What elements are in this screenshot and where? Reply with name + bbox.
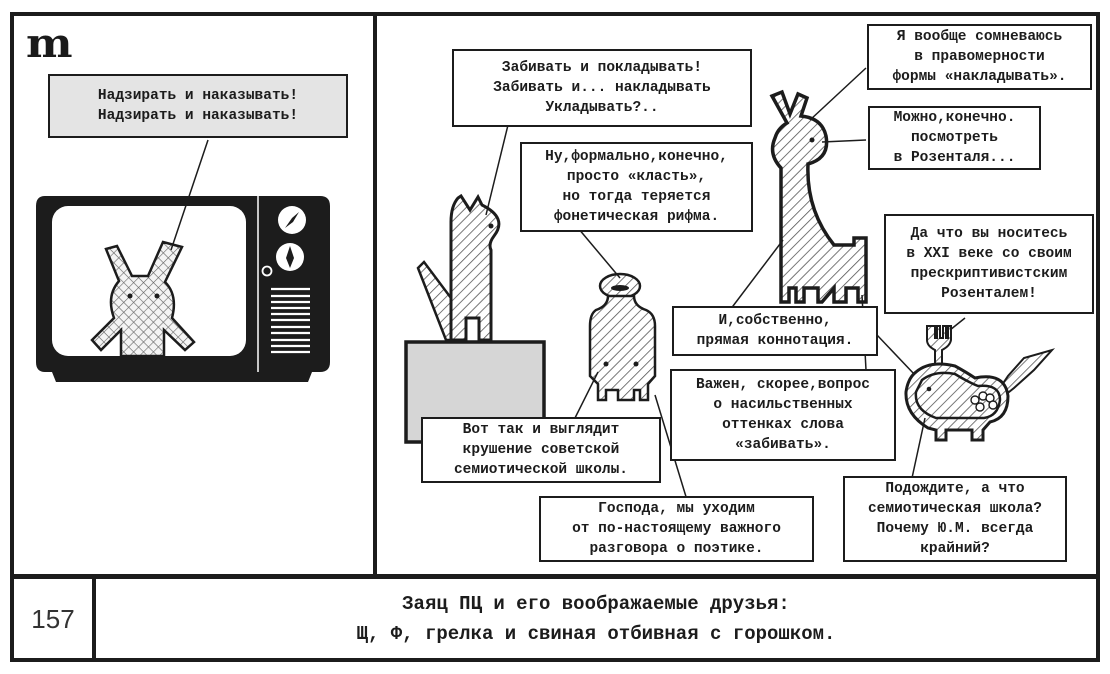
bubble-line: Можно,конечно. — [893, 110, 1016, 126]
giraffe — [769, 89, 868, 304]
bubble-line: семиотическая школа? — [867, 501, 1043, 517]
bubble-line: формы «накладывать». — [892, 69, 1067, 85]
comic-frame — [10, 12, 1100, 662]
speech-bubble-pig-xxi: Да что вы носитесь в XXI веке со своим п… — [884, 214, 1094, 314]
speech-bubble-giraffe-violent: Важен, скорее,вопрос о насильственных от… — [670, 369, 896, 461]
bubble-line: Ну,формально,конечно, — [545, 149, 728, 165]
tv-bubble-tail — [170, 139, 209, 251]
speech-bubble-weight-collapse: Вот так и выглядит крушение советской се… — [421, 417, 661, 483]
bubble-line: семиотической школы. — [453, 462, 629, 478]
peas — [970, 391, 998, 412]
cat-on-box — [404, 193, 546, 444]
speech-bubble-tv: Надзирать и наказывать! Надзирать и нака… — [48, 74, 348, 138]
bubble-line: разговора о поэтике. — [589, 541, 764, 557]
bubble-line: Подождите, а что — [885, 481, 1025, 497]
bubble-line: просто «класть», — [566, 169, 707, 185]
bubble-line: но тогда теряется — [562, 189, 711, 205]
speech-bubble-giraffe-doubt: Я вообще сомневаюсь в правомерности форм… — [867, 24, 1092, 90]
bubble-line: в правомерности — [914, 49, 1045, 65]
caption-line: Щ, Ф, грелка и свиная отбивная с горошко… — [356, 623, 836, 645]
tv-speaker-grille — [271, 287, 310, 354]
hot-water-bottle — [588, 272, 657, 402]
bubble-line: Розенталем! — [941, 286, 1037, 302]
pork-chop — [904, 325, 1056, 442]
rabbit-figure — [90, 240, 196, 358]
speech-bubble-giraffe-rosental: Можно,конечно. посмотреть в Розенталя... — [868, 106, 1041, 170]
bubble-line: о насильственных — [713, 397, 853, 413]
caption-line: Заяц ПЦ и его воображаемые друзья: — [402, 593, 790, 615]
bubble-line: посмотреть — [910, 130, 998, 146]
speech-bubble-weight-gentlemen: Господа, мы уходим от по-настоящему важн… — [539, 496, 814, 562]
bubble-line: от по-настоящему важного — [572, 521, 781, 537]
speech-bubble-giraffe-connotation: И,собственно, прямая коннотация. — [672, 306, 878, 356]
bubble-line: «забивать». — [735, 437, 831, 453]
bubble-line: прямая коннотация. — [696, 333, 854, 349]
bubble-line: Вот так и выглядит — [462, 422, 620, 438]
bubble-line: фонетическая рифма. — [553, 209, 720, 225]
bubble-line: Я вообще сомневаюсь — [896, 29, 1063, 45]
bubble-line: Да что вы носитесь — [910, 226, 1068, 242]
bubble-line: в Розенталя... — [893, 150, 1016, 166]
publisher-logo: m — [26, 20, 73, 67]
speech-bubble-pig-wait: Подождите, а что семиотическая школа? По… — [843, 476, 1067, 562]
page-number-divider — [92, 577, 96, 662]
bubble-line: Укладывать?.. — [545, 100, 659, 116]
caption-divider — [10, 574, 1100, 579]
bubble-line: Забивать и... накладывать — [493, 80, 711, 96]
bubble-line: Господа, мы уходим — [598, 501, 755, 517]
bubble-line: Важен, скорее,вопрос — [695, 377, 871, 393]
panel-divider — [373, 12, 377, 578]
tv-set — [36, 196, 330, 382]
bubble-line: прескриптивистским — [910, 266, 1068, 282]
comic-caption: Заяц ПЦ и его воображаемые друзья: Щ, Ф,… — [96, 579, 1096, 659]
bubble-line: оттенках слова — [722, 417, 844, 433]
bubble-line: в XXI веке со своим — [906, 246, 1072, 262]
bubble-line: И,собственно, — [718, 313, 832, 329]
bubble-line: Надзирать и наказывать! — [97, 88, 299, 104]
fork-icon — [926, 325, 952, 365]
bubble-line: Забивать и покладывать! — [501, 60, 703, 76]
speech-bubble-weight-formal: Ну,формально,конечно, просто «класть», н… — [520, 142, 753, 232]
bubble-line: крайний? — [920, 541, 990, 557]
speech-bubble-cat: Забивать и покладывать! Забивать и... на… — [452, 49, 752, 127]
page-number: 157 — [31, 603, 75, 634]
bubble-line: крушение советской — [462, 442, 620, 458]
bubble-line: Надзирать и наказывать! — [97, 108, 299, 124]
bubble-line: Почему Ю.М. всегда — [876, 521, 1034, 537]
